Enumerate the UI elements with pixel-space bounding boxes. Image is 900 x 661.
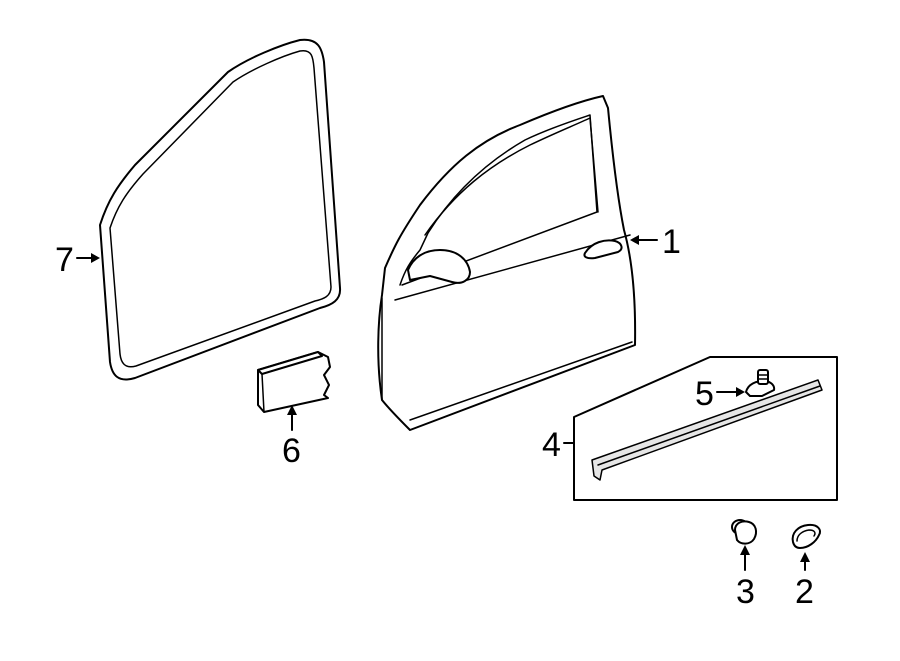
callout-5-arrow-icon bbox=[736, 387, 745, 397]
callout-1-arrow-icon bbox=[630, 235, 639, 245]
callout-5[interactable]: 5 bbox=[695, 375, 745, 413]
callout-3-arrow-icon bbox=[740, 545, 750, 555]
callout-7-label: 7 bbox=[55, 241, 74, 279]
insulation-pad-part[interactable] bbox=[257, 351, 331, 413]
weatherstrip-part[interactable] bbox=[99, 38, 342, 381]
callout-1[interactable]: 1 bbox=[630, 223, 681, 261]
callout-2-label: 2 bbox=[795, 573, 814, 611]
callout-6[interactable]: 6 bbox=[282, 405, 301, 470]
callout-5-label: 5 bbox=[695, 375, 714, 413]
body-side-molding-group[interactable] bbox=[573, 356, 838, 501]
small-clip-part[interactable] bbox=[791, 523, 821, 549]
callout-3[interactable]: 3 bbox=[736, 545, 755, 611]
callout-1-label: 1 bbox=[662, 223, 681, 261]
callout-7[interactable]: 7 bbox=[55, 241, 100, 279]
callout-7-arrow-icon bbox=[91, 253, 100, 263]
molding-clip-part[interactable] bbox=[745, 369, 776, 397]
callout-4[interactable]: 4 bbox=[542, 426, 575, 464]
callout-2-arrow-icon bbox=[800, 552, 810, 562]
door-shell-part[interactable] bbox=[377, 95, 637, 431]
callout-6-arrow-icon bbox=[287, 405, 297, 415]
push-retainer-part[interactable] bbox=[731, 519, 758, 545]
callout-3-label: 3 bbox=[736, 573, 755, 611]
callout-2[interactable]: 2 bbox=[795, 552, 814, 611]
callout-4-label: 4 bbox=[542, 426, 561, 464]
callout-6-label: 6 bbox=[282, 432, 301, 470]
